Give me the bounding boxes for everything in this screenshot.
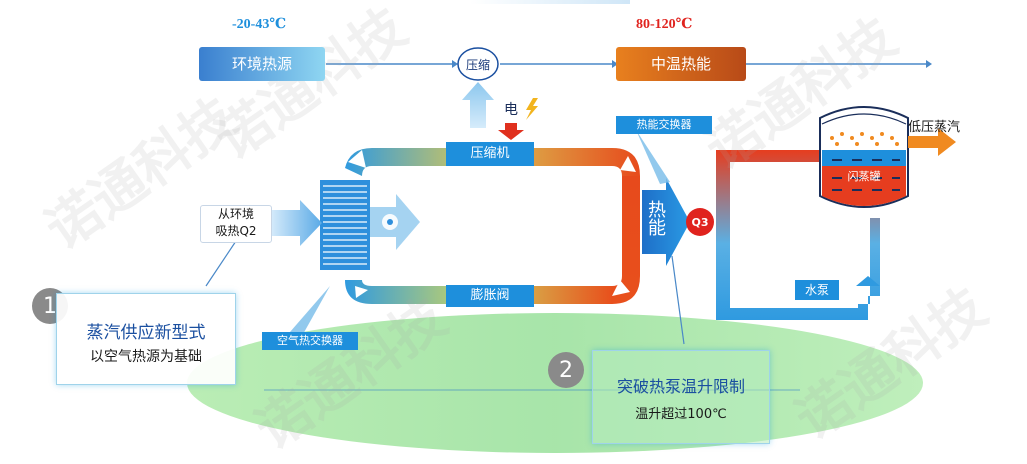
- heat-exchanger-label: 热能交换器: [616, 116, 712, 134]
- output-temperature: 80-120℃: [636, 17, 693, 32]
- q3-label: Q3: [691, 216, 709, 229]
- environment-heat-source: 环境热源: [199, 47, 325, 81]
- electricity-label: 电: [504, 102, 518, 118]
- callout-1: 蒸汽供应新型式 以空气热源为基础: [56, 293, 236, 385]
- callout-1-subtitle: 以空气热源为基础: [90, 349, 202, 365]
- low-pressure-steam-label: 低压蒸汽: [908, 120, 961, 135]
- q2-line-1: 从环境: [217, 207, 254, 221]
- callout-2-number: 2: [548, 352, 584, 388]
- compress-node-label: 压缩: [465, 58, 490, 72]
- diagram-graphics: [187, 0, 956, 453]
- medium-temp-heat-energy: 中温热能: [616, 47, 746, 81]
- air-heat-exchanger-label: 空气热交换器: [262, 332, 358, 350]
- water-pump-label: 水泵: [795, 280, 839, 300]
- expansion-valve-label: 膨胀阀: [446, 285, 534, 307]
- flash-tank-label: 闪蒸罐: [847, 170, 881, 183]
- callout-1-title: 蒸汽供应新型式: [86, 323, 206, 343]
- q2-line-2: 吸热Q2: [215, 224, 257, 238]
- source-temperature: -20-43℃: [232, 17, 287, 32]
- lightning-icon: [526, 98, 540, 120]
- callout-2-title: 突破热泵温升限制: [616, 377, 745, 396]
- compressor-label: 压缩机: [446, 142, 534, 166]
- q2-absorb-box: 从环境 吸热Q2: [200, 205, 272, 243]
- callout-2: 突破热泵温升限制 温升超过100℃: [592, 350, 770, 444]
- callout-2-subtitle: 温升超过100℃: [635, 407, 727, 422]
- heat-energy-label: 热能: [645, 200, 666, 236]
- heat-pump-diagram: 诺通科技 诺通科技 诺通科技 诺通科技 诺通科技 -20-43℃ 80-120℃…: [32, 0, 997, 461]
